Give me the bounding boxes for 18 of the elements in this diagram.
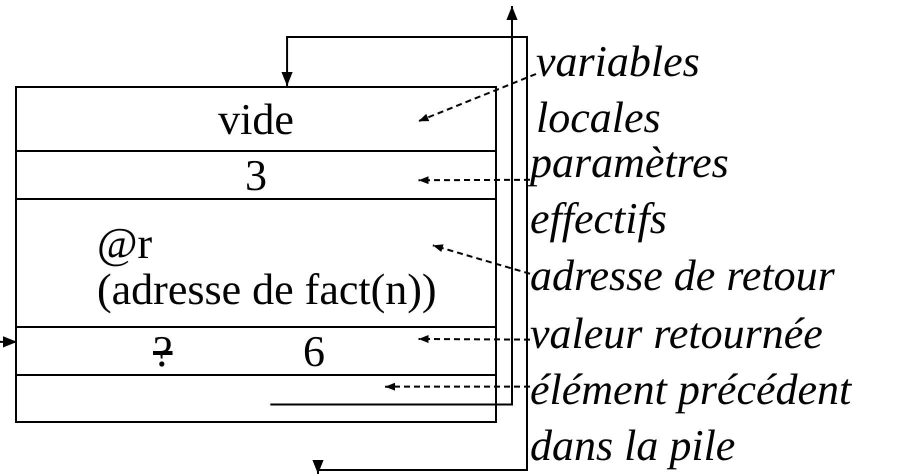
callout-text: valeur retournée	[530, 308, 824, 360]
callout-text: élément précédent dans la pile	[530, 364, 853, 472]
stack-frame	[15, 86, 497, 423]
cell-value: 3	[244, 152, 268, 200]
leader-line	[418, 335, 530, 344]
leader-line	[418, 176, 530, 184]
arrow	[270, 6, 518, 406]
cell-value: (adresse de fact(n))	[97, 266, 437, 314]
cell-value: @r	[97, 220, 152, 268]
arrow	[0, 336, 17, 348]
callout-text: adresse de retour	[530, 250, 836, 302]
leader-line	[385, 382, 530, 391]
leader-line	[432, 244, 530, 275]
cell-value: ?	[153, 328, 173, 376]
leader-line	[418, 73, 536, 122]
arrow	[281, 36, 528, 475]
cell-value: vide	[217, 96, 295, 144]
cell-value: 6	[303, 328, 325, 376]
